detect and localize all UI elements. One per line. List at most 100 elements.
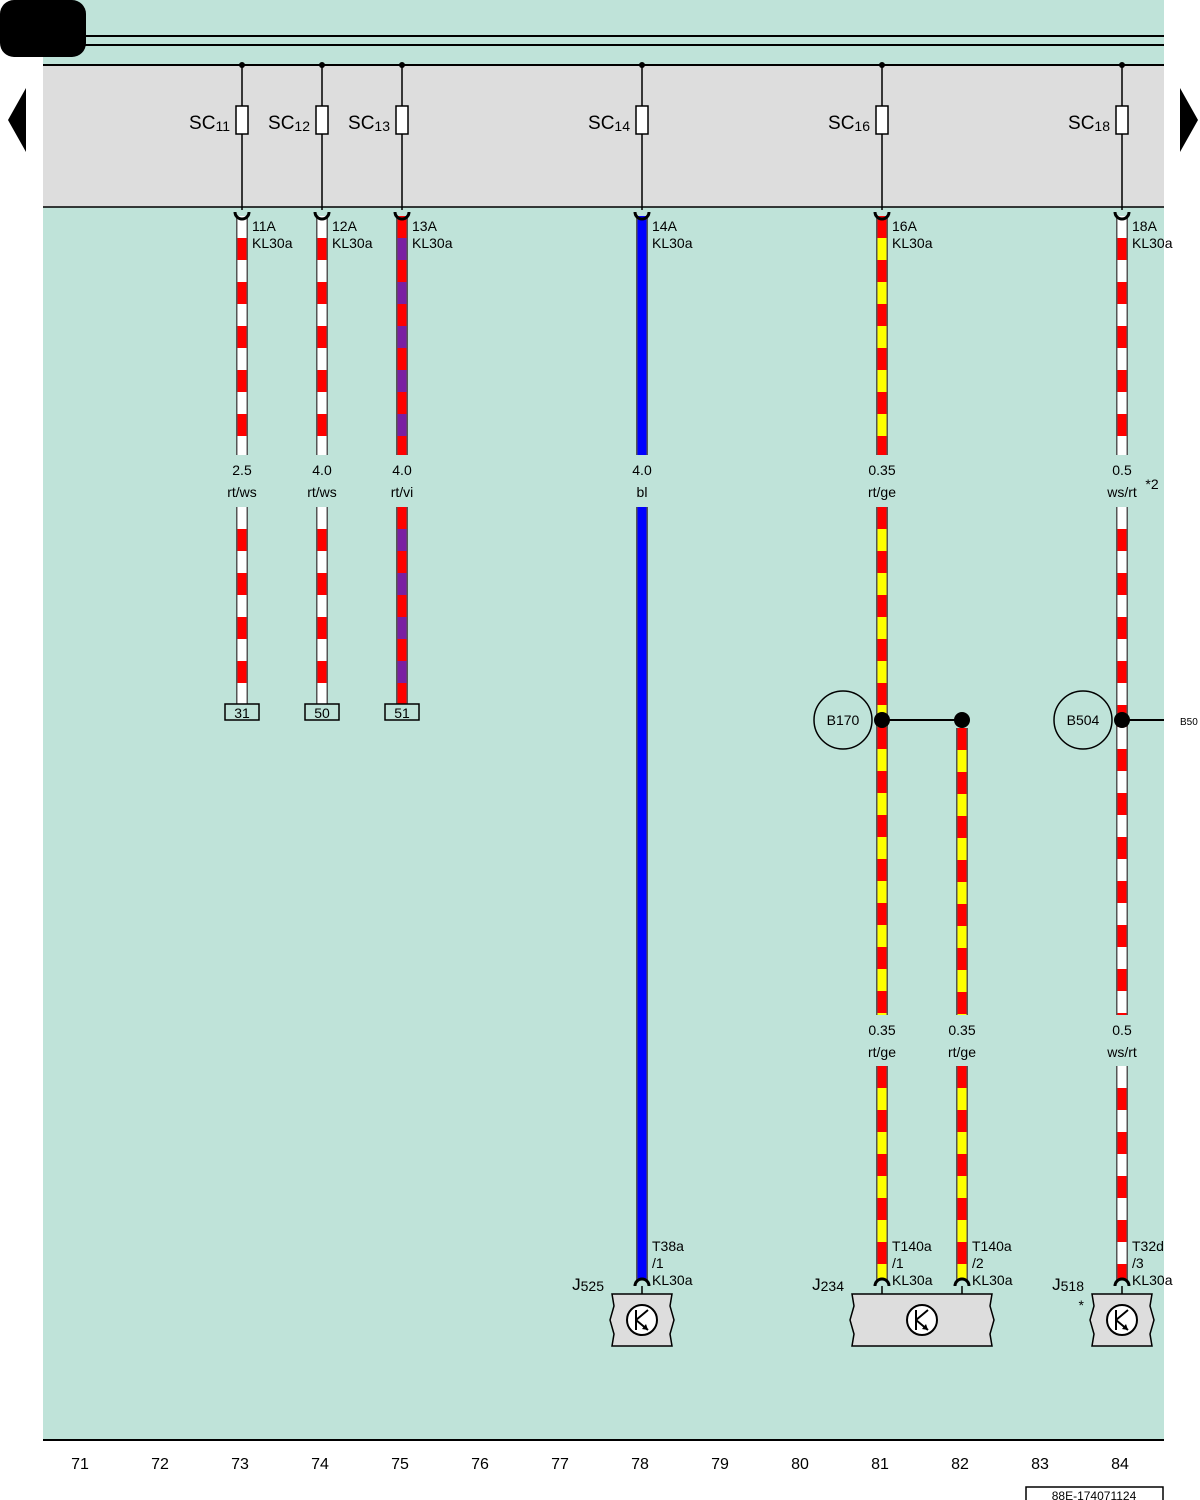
wire-stripe [1117,617,1127,639]
wire-segment [236,216,248,455]
fuse-symbol-icon [315,105,329,135]
wire-stripe [1117,749,1127,771]
continuation-ref-number[interactable]: 50 [314,705,330,721]
wire-stripe [1117,837,1127,859]
component-j234[interactable]: J234 [812,1275,995,1347]
wire-stripe [957,1176,967,1198]
wire-stripe [877,238,887,260]
column-number: 76 [471,1456,489,1473]
column-number: 77 [551,1456,569,1473]
triangle-left-icon[interactable] [8,88,26,152]
wire-stripe [397,573,407,595]
wire-stripe [317,238,327,260]
wire-stripe [237,282,247,304]
fuse-label: SC [268,113,294,134]
connector-pin: /1 [652,1255,664,1271]
connector-id: T32d [1132,1238,1164,1254]
junction-b504: B504 B50 [1053,690,1198,750]
component-label: J [812,1275,821,1294]
fuse-output-amp: 18A [1132,218,1158,234]
document-id-box [1025,1486,1164,1500]
junction-circle-icon [1053,690,1113,750]
continuation-ref-box[interactable] [384,703,420,721]
fuse-output-amp: 14A [652,218,678,234]
fuse-output-terminal: KL30a [1132,235,1173,251]
wire-stripe [1117,661,1127,683]
control-unit-icon [1106,1304,1138,1336]
wire-stripe [397,282,407,304]
continuation-ref-box[interactable] [224,703,260,721]
component-label: J [572,1275,581,1294]
wire-stripe [957,1014,967,1015]
fuse-output-terminal: KL30a [412,235,453,251]
wire-stripe [877,1088,887,1110]
junction-dot-icon [874,712,890,728]
fuse-label: SC [1068,113,1094,134]
fuse-sc16: SC16 [828,62,889,210]
wire-stripe [317,529,327,551]
wire-size-label: 0.35 [868,462,895,478]
column-number: 79 [711,1456,729,1473]
wire-size-label: 0.5 [1112,462,1132,478]
wire-stripe [877,1264,887,1280]
wire-stripe [1117,1088,1127,1110]
terminal-icon [1113,1277,1131,1287]
wire-segment [396,507,408,704]
continuation-ref-box[interactable] [304,703,340,721]
wire-footnote-label: *2 [1145,476,1158,492]
wire-segment [316,507,328,704]
wire-stripe [1117,238,1127,260]
fuse-symbol-icon [875,105,889,135]
column-number: 71 [71,1456,89,1473]
wire-stripe [1117,793,1127,815]
component-j525[interactable]: J525 [572,1275,675,1347]
wire-segment [316,216,328,455]
column-number: 75 [391,1456,409,1473]
terminal-icon [873,1277,891,1287]
wire-segment [956,1066,968,1280]
wire-stripe [1117,573,1127,595]
wire-stripe [877,661,887,683]
wire-segment [1116,216,1128,455]
diagram-background [43,0,1164,1440]
wire-color-label: rt/ws [307,484,337,500]
wire-stripe [237,529,247,551]
column-number: 84 [1111,1456,1129,1473]
wire-color-label: rt/vi [391,484,414,500]
wire-segment [636,216,648,455]
fuse-number: 14 [614,118,630,134]
wire-color-label: rt/ge [868,1044,896,1060]
wire-size-label: 2.5 [232,462,252,478]
wire-color-label: rt/ge [948,1044,976,1060]
wire-stripe [397,326,407,348]
wire-stripe [957,838,967,860]
wire-stripe [877,1220,887,1242]
connector-pin: /3 [1132,1255,1144,1271]
wire-stripe [877,925,887,947]
wire-segment [1116,1066,1128,1280]
fuse-symbol-icon [235,105,249,135]
control-unit-icon [906,1304,938,1336]
fuse-number: 18 [1094,118,1110,134]
continuation-ref-number[interactable]: 31 [234,705,250,721]
wire-stripe [1117,1132,1127,1154]
wire-stripe [877,1013,887,1015]
wire-color-label: ws/rt [1106,1044,1137,1060]
wire-stripe [1117,1013,1127,1015]
wire-size-label: 4.0 [312,462,332,478]
fuse-output-amp: 16A [892,218,918,234]
component-j518[interactable]: J518 * [1052,1275,1155,1347]
wire-color-label: rt/ws [227,484,257,500]
fuse-output-amp: 12A [332,218,358,234]
wire-stripe [237,414,247,436]
fuse-symbol-icon [395,105,409,135]
column-number: 74 [311,1456,329,1473]
continuation-ref-number[interactable]: 51 [394,705,410,721]
fuse-sc12: SC12 [268,62,329,210]
connector-id: T38a [652,1238,684,1254]
wire-color-label: bl [637,484,648,500]
wire-stripe [237,370,247,392]
wire-stripe [237,661,247,683]
triangle-right-icon[interactable] [1180,88,1198,152]
wire-stripe [237,617,247,639]
